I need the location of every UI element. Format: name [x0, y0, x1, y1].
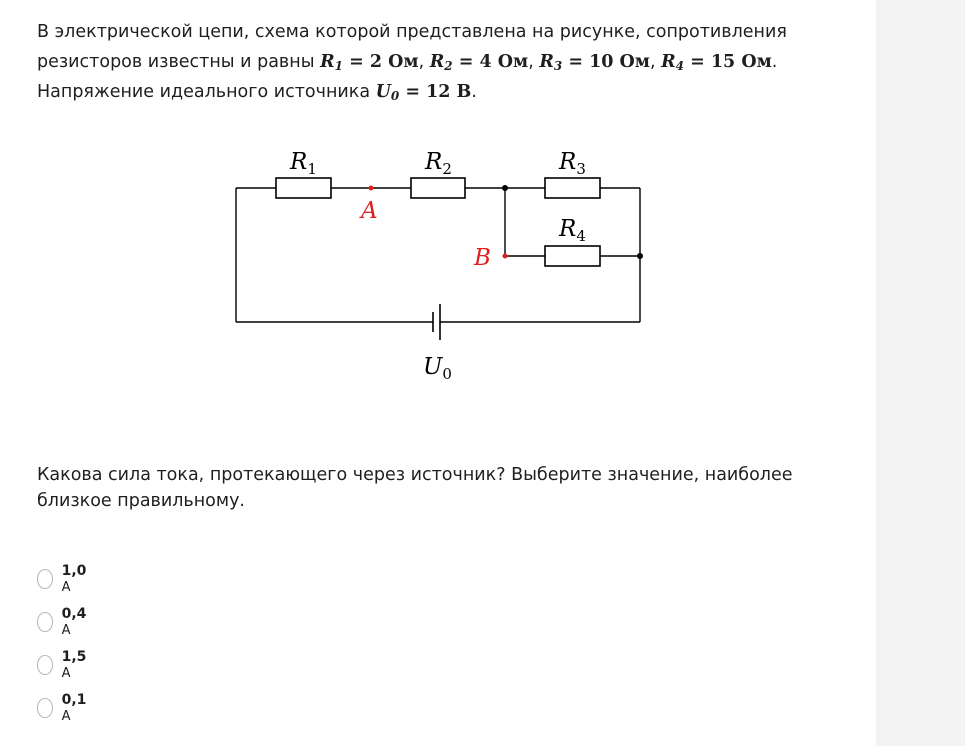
- option-3[interactable]: 1,5 A: [37, 649, 91, 681]
- point-a-label: A: [359, 198, 378, 224]
- radio-button[interactable]: [37, 569, 53, 589]
- junction-node-top: [502, 185, 508, 191]
- option-1[interactable]: 1,0 A: [37, 563, 91, 595]
- point-b-label: B: [473, 245, 491, 271]
- problem-statement: В электрической цепи, схема которой пред…: [37, 22, 787, 103]
- resistor-r1: [275, 177, 332, 199]
- u0-label: U0: [423, 354, 452, 383]
- option-4[interactable]: 0,1 A: [37, 692, 91, 724]
- r1-formula: R1 = 2 Ом: [320, 52, 419, 73]
- junction-node-right: [637, 253, 643, 259]
- option-label: 0,4 A: [61, 606, 87, 638]
- option-label: 1,0 A: [61, 563, 87, 595]
- option-2[interactable]: 0,4 A: [37, 606, 91, 638]
- r3-label: R3: [558, 149, 586, 178]
- r2-formula: R2 = 4 Ом: [429, 52, 529, 73]
- r4-formula: R4 = 15 Ом: [661, 52, 772, 73]
- battery-icon: [432, 304, 441, 340]
- radio-button[interactable]: [37, 698, 53, 718]
- resistor-r2: [410, 177, 466, 199]
- r2-label: R2: [424, 149, 452, 178]
- r3-formula: R3 = 10 Ом: [539, 52, 650, 73]
- option-label: 0,1 A: [61, 692, 87, 724]
- point-b-marker: [502, 253, 508, 259]
- problem-text-source: . Напряжение идеального источника: [37, 52, 778, 102]
- radio-button[interactable]: [37, 655, 53, 675]
- right-side-panel: [876, 0, 965, 746]
- r1-label: R1: [289, 149, 317, 178]
- question-text: Какова сила тока, протекающего через ист…: [37, 465, 793, 511]
- resistor-r4: [544, 245, 601, 267]
- r4-label: R4: [558, 216, 586, 245]
- circuit-diagram: R1 R2 R3 R4 U0 A B: [235, 149, 643, 383]
- problem-text-intro: В электрической цепи, схема которой пред…: [37, 22, 787, 72]
- u0-formula: U0 = 12 В: [375, 82, 472, 103]
- option-label: 1,5 A: [61, 649, 87, 681]
- resistor-r3: [544, 177, 601, 199]
- point-a-marker: [368, 185, 374, 191]
- radio-button[interactable]: [37, 612, 53, 632]
